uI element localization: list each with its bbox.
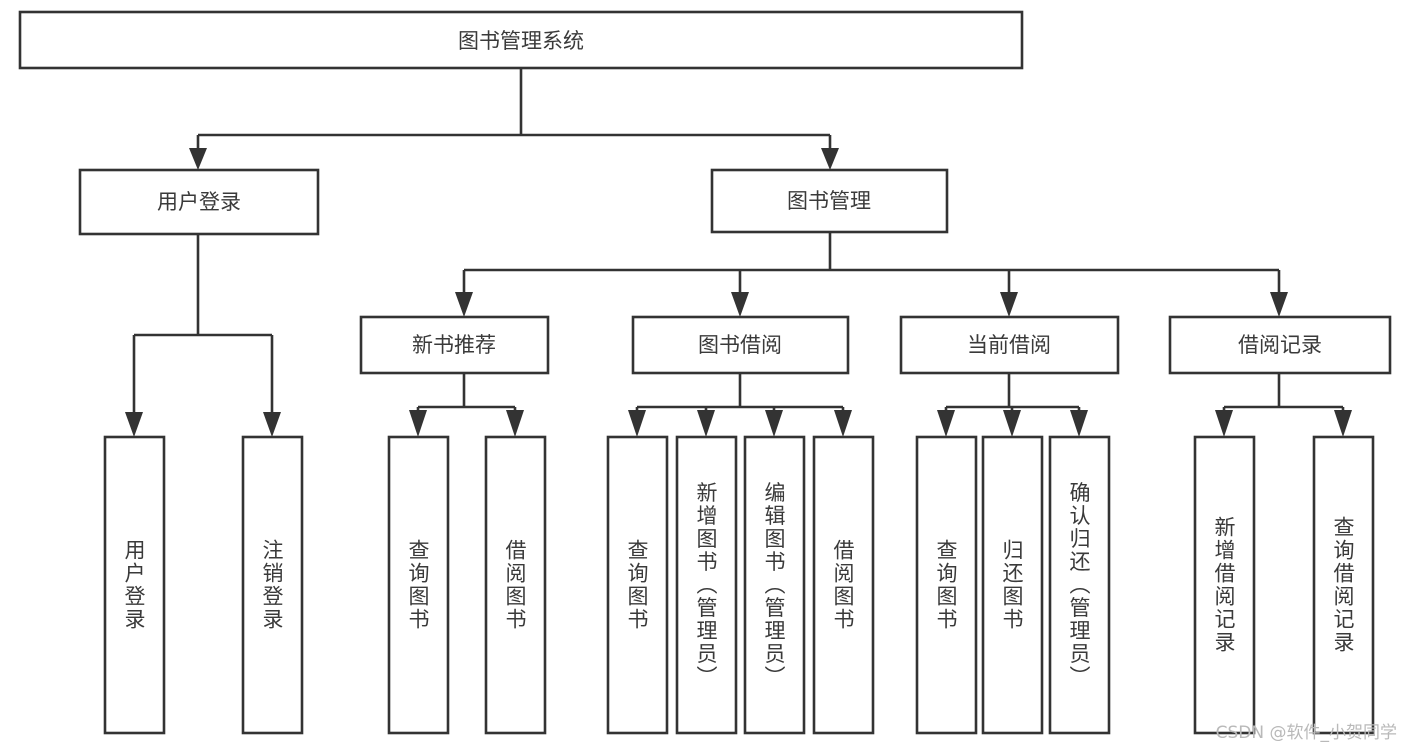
arrow-head-currentborrow — [1000, 292, 1018, 317]
arrow-head-leaf-query-book-a — [409, 410, 427, 437]
node-leaf-query-book-b[interactable]: 查询图书 — [606, 435, 669, 735]
arrow-head-bookmanage — [821, 148, 839, 170]
node-leaf-confirm-return-box[interactable] — [1048, 435, 1111, 735]
node-leaf-logout-label: 注销登录 — [260, 539, 284, 631]
node-leaf-borrow-book-a[interactable]: 借阅图书 — [484, 435, 547, 735]
node-book-borrow-label: 图书借阅 — [698, 333, 782, 357]
node-leaf-user-login-box[interactable] — [103, 435, 166, 735]
node-borrow-record-box[interactable] — [1168, 315, 1392, 375]
node-root[interactable]: 图书管理系统 — [18, 10, 1024, 70]
node-leaf-edit-book-label: 编辑图书（管理员） — [762, 482, 786, 689]
node-new-book-rec-label: 新书推荐 — [412, 333, 496, 357]
node-leaf-add-book-label: 新增图书（管理员） — [694, 482, 718, 689]
arrow-head-borrowrecord — [1270, 292, 1288, 317]
arrow-head-leaf-return-book — [1003, 410, 1021, 437]
arrow-head-bookborrow — [731, 292, 749, 317]
node-leaf-edit-book[interactable]: 编辑图书（管理员） — [743, 435, 806, 735]
node-leaf-query-record-label: 查询借阅记录 — [1331, 516, 1355, 654]
node-leaf-edit-book-box[interactable] — [743, 435, 806, 735]
arrow-head-leaf-query-book-c — [937, 410, 955, 437]
arrow-head-leaf-add-record — [1215, 410, 1233, 437]
node-book-borrow-box[interactable] — [631, 315, 850, 375]
node-current-borrow-box[interactable] — [899, 315, 1120, 375]
node-borrow-record[interactable]: 借阅记录 — [1168, 315, 1392, 375]
node-leaf-return-book-box[interactable] — [981, 435, 1044, 735]
node-leaf-user-login[interactable]: 用户登录 — [103, 435, 166, 735]
node-leaf-query-book-b-box[interactable] — [606, 435, 669, 735]
node-leaf-add-record-box[interactable] — [1193, 435, 1256, 735]
arrow-head-leaf-borrow-book-a — [506, 410, 524, 437]
node-leaf-query-book-a-box[interactable] — [387, 435, 450, 735]
node-user-login-box[interactable] — [78, 168, 320, 236]
arrow-head-leaf-add-book — [697, 410, 715, 437]
arrow-head-leaf-query-record — [1334, 410, 1352, 437]
node-leaf-borrow-book-b-box[interactable] — [812, 435, 875, 735]
arrow-head-userlogin — [189, 148, 207, 170]
arrow-head-leaf-logout — [263, 412, 281, 437]
node-leaf-borrow-book-b[interactable]: 借阅图书 — [812, 435, 875, 735]
node-leaf-add-record[interactable]: 新增借阅记录 — [1193, 435, 1256, 735]
arrow-head-leaf-query-book-b — [628, 410, 646, 437]
node-new-book-rec[interactable]: 新书推荐 — [359, 315, 550, 375]
node-current-borrow-label: 当前借阅 — [967, 333, 1051, 357]
node-leaf-return-book-label: 归还图书 — [1000, 539, 1024, 631]
node-leaf-borrow-book-a-box[interactable] — [484, 435, 547, 735]
node-leaf-confirm-return[interactable]: 确认归还（管理员） — [1048, 435, 1111, 735]
node-leaf-add-record-label: 新增借阅记录 — [1212, 516, 1236, 654]
node-leaf-query-record[interactable]: 查询借阅记录 — [1312, 435, 1375, 735]
node-book-manage[interactable]: 图书管理 — [710, 168, 949, 234]
node-borrow-record-label: 借阅记录 — [1238, 333, 1322, 357]
node-leaf-return-book[interactable]: 归还图书 — [981, 435, 1044, 735]
node-leaf-add-book[interactable]: 新增图书（管理员） — [675, 435, 738, 735]
node-leaf-query-book-c[interactable]: 查询图书 — [915, 435, 978, 735]
node-leaf-confirm-return-label: 确认归还（管理员） — [1067, 482, 1091, 689]
node-current-borrow[interactable]: 当前借阅 — [899, 315, 1120, 375]
node-root-box[interactable] — [18, 10, 1024, 70]
node-leaf-query-book-c-label: 查询图书 — [934, 539, 958, 631]
node-leaf-query-book-c-box[interactable] — [915, 435, 978, 735]
node-leaf-borrow-book-a-label: 借阅图书 — [503, 539, 527, 631]
node-leaf-add-book-box[interactable] — [675, 435, 738, 735]
node-book-borrow[interactable]: 图书借阅 — [631, 315, 850, 375]
node-user-login[interactable]: 用户登录 — [78, 168, 320, 236]
node-book-manage-label: 图书管理 — [787, 189, 871, 213]
node-user-login-label: 用户登录 — [157, 190, 241, 214]
node-leaf-logout-box[interactable] — [241, 435, 304, 735]
node-new-book-rec-box[interactable] — [359, 315, 550, 375]
connector-layer — [125, 68, 1352, 437]
arrow-head-leaf-user-login — [125, 412, 143, 437]
node-leaf-query-book-a[interactable]: 查询图书 — [387, 435, 450, 735]
arrow-head-leaf-confirm-return — [1070, 410, 1088, 437]
node-leaf-logout[interactable]: 注销登录 — [241, 435, 304, 735]
node-leaf-borrow-book-b-label: 借阅图书 — [831, 539, 855, 631]
node-leaf-query-book-a-label: 查询图书 — [406, 539, 430, 631]
arrow-head-leaf-borrow-book-b — [834, 410, 852, 437]
node-leaf-query-record-box[interactable] — [1312, 435, 1375, 735]
arrow-head-newbook — [455, 292, 473, 317]
node-leaf-user-login-label: 用户登录 — [122, 539, 146, 631]
node-leaf-query-book-b-label: 查询图书 — [625, 539, 649, 631]
node-root-label: 图书管理系统 — [458, 29, 584, 53]
node-book-manage-box[interactable] — [710, 168, 949, 234]
arrow-head-leaf-edit-book — [765, 410, 783, 437]
